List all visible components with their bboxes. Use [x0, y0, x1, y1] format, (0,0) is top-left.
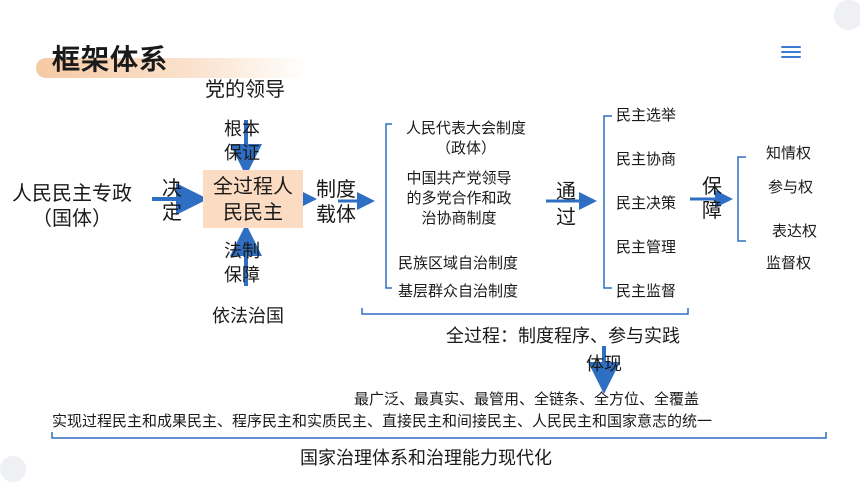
- core-highlight-box: [203, 170, 303, 228]
- system-grassroots-autonomy: 基层群众自治制度: [398, 282, 519, 300]
- core-label: 全过程人民民主: [213, 174, 293, 224]
- systems-bracket: [385, 123, 392, 289]
- party-leadership: 党的领导: [205, 77, 285, 101]
- system-npc: 人民代表大会制度（政体）: [405, 119, 526, 157]
- goal-label: 国家治理体系和治理能力现代化: [300, 448, 552, 469]
- through-label: 通过: [556, 179, 576, 229]
- carrier-label: 制度载体: [316, 177, 356, 226]
- form-election: 民主选举: [616, 106, 677, 124]
- whole-process-label: 全过程：制度程序、参与实践: [446, 326, 680, 347]
- features-label: 最广泛、最真实、最管用、全链条、全方位、全覆盖: [354, 390, 700, 408]
- right-participate: 参与权: [768, 178, 814, 196]
- right-know: 知情权: [766, 144, 812, 162]
- rights-bracket: [737, 156, 746, 242]
- unity-bracket: [51, 432, 827, 439]
- system-regional-autonomy: 民族区域自治制度: [398, 254, 519, 272]
- unity-label: 实现过程民主和成果民主、程序民主和实质民主、直接民主和间接民主、人民民主和国家意…: [52, 412, 713, 430]
- title-underline: [36, 58, 306, 78]
- root-guarantee-label: 根本保证: [224, 119, 260, 164]
- form-management: 民主管理: [616, 238, 677, 256]
- form-supervision: 民主监督: [616, 282, 677, 300]
- system-cpc-consultation: 中国共产党领导的多党合作和政治协商制度: [406, 169, 512, 227]
- form-consultation: 民主协商: [616, 150, 677, 168]
- decide-label: 决定: [162, 176, 182, 224]
- decor-circle-top-right: [834, 0, 860, 30]
- state-system-label: 人民民主专政（国体）: [12, 181, 132, 230]
- decor-circle-bottom-left: [0, 456, 26, 482]
- whole-process-bracket: [361, 308, 689, 315]
- legal-guarantee-label: 法制保障: [224, 241, 260, 286]
- menu-icon[interactable]: [781, 46, 801, 60]
- forms-bracket: [603, 115, 612, 289]
- embody-label: 体现: [586, 354, 622, 375]
- right-express: 表达权: [772, 222, 818, 240]
- form-decision: 民主决策: [616, 194, 677, 212]
- page-title: 框架体系: [52, 43, 169, 76]
- guarantee-label: 保障: [702, 174, 722, 222]
- right-supervise: 监督权: [766, 254, 812, 272]
- rule-of-law-label: 依法治国: [212, 306, 284, 327]
